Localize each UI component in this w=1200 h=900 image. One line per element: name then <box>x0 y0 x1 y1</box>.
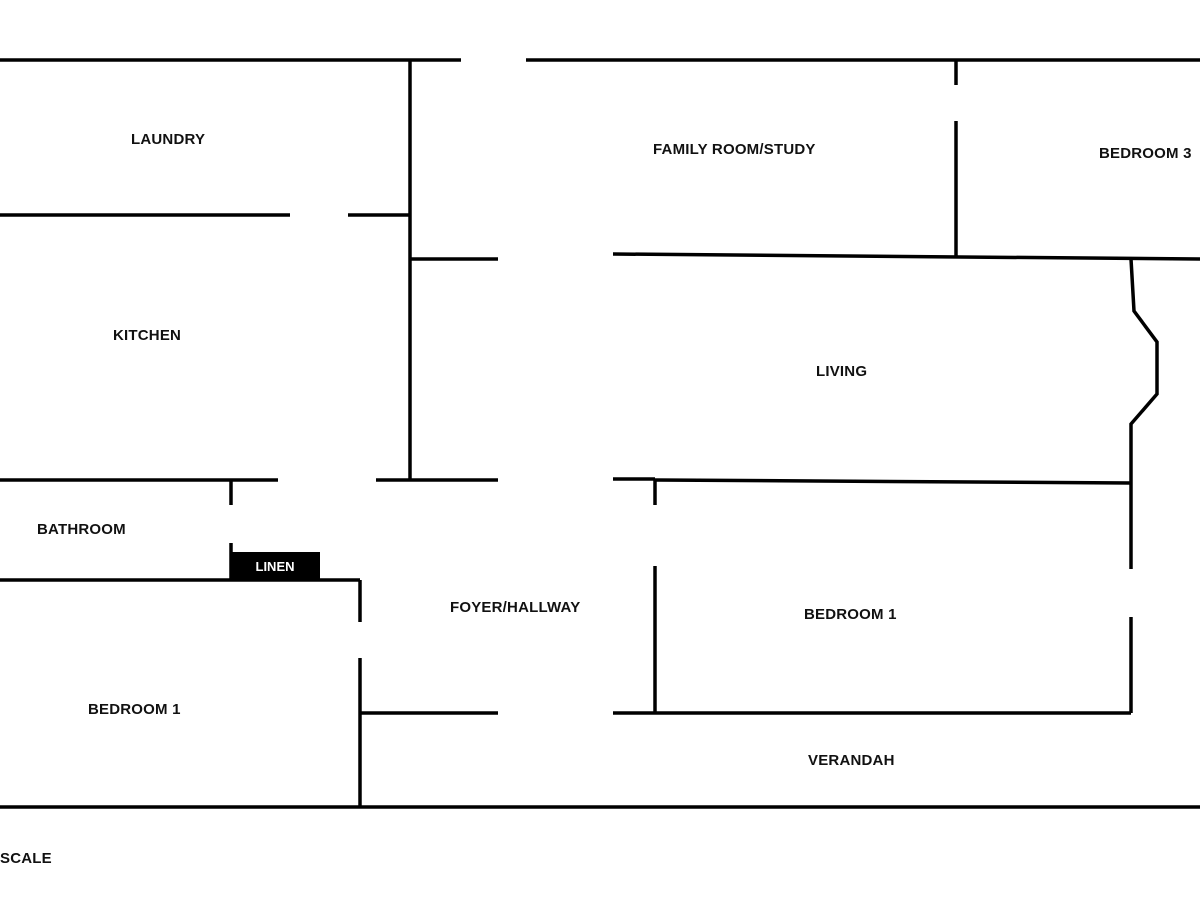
room-label-bathroom: BATHROOM <box>37 521 126 538</box>
wall-family-living <box>612 252 1200 261</box>
room-label-bedroom-1-right: BEDROOM 1 <box>804 606 897 623</box>
room-label-foyer-hallway: FOYER/HALLWAY <box>450 599 581 616</box>
wall-living-bay <box>1129 258 1159 569</box>
room-label-bedroom-3: BEDROOM 3 <box>1099 145 1192 162</box>
room-label-family-room-study: FAMILY ROOM/STUDY <box>653 141 816 158</box>
room-label-laundry: LAUNDRY <box>131 131 206 148</box>
wall-living-bedroom-b <box>654 478 1132 485</box>
scale-label: SCALE <box>0 850 52 867</box>
room-label-verandah: VERANDAH <box>808 752 895 769</box>
linen-cupboard: LINEN <box>230 552 320 580</box>
room-label-bedroom-1-left: BEDROOM 1 <box>88 701 181 718</box>
room-label-kitchen: KITCHEN <box>113 327 182 344</box>
linen-label: LINEN <box>255 558 295 574</box>
room-label-living: LIVING <box>816 363 868 380</box>
